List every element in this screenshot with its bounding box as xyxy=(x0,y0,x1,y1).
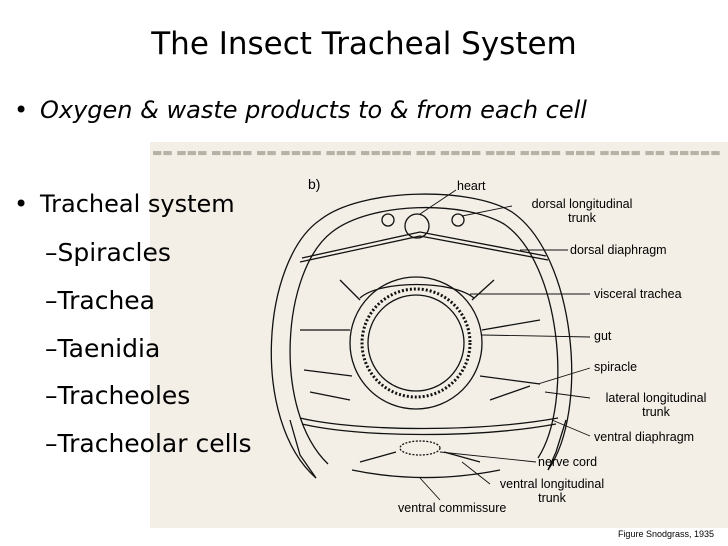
subbullet-text: Tracheolar cells xyxy=(57,429,252,458)
label-spiracle: spiracle xyxy=(594,360,638,374)
panel-label: b) xyxy=(308,176,321,192)
label-visceral-trachea: visceral trachea xyxy=(594,287,682,301)
subbullet-text: Taenidia xyxy=(57,334,161,363)
heart-shape xyxy=(404,213,430,239)
label-nerve-cord: nerve cord xyxy=(538,455,598,469)
label-line: ventral longitudinal xyxy=(499,477,605,491)
bullet-text: Tracheal system xyxy=(40,190,235,218)
ventral-commissure-line xyxy=(351,469,501,479)
dorsal-diaphragm-line xyxy=(299,235,549,263)
label-line: trunk xyxy=(538,491,566,505)
subbullet-item: –Trachea xyxy=(45,286,155,315)
slide-title: The Insect Tracheal System xyxy=(151,26,577,62)
label-line: trunk xyxy=(642,405,670,419)
diagram-figure: ▬▬ ▬▬▬ ▬▬▬▬ ▬▬ ▬▬▬▬ ▬▬▬ ▬▬▬▬▬ ▬▬ ▬▬▬▬ ▬▬… xyxy=(150,142,728,528)
ventral-diaphragm-line xyxy=(299,417,559,430)
body-wall-outline xyxy=(270,193,573,479)
label-dorsal-longitudinal: dorsal longitudinal trunk xyxy=(512,197,652,225)
gut-inner xyxy=(360,287,472,399)
label-ventral-longitudinal: ventral longitudinal trunk xyxy=(490,477,614,505)
label-line: dorsal longitudinal xyxy=(531,197,633,211)
label-ventral-diaphragm: ventral diaphragm xyxy=(594,430,695,444)
label-gut: gut xyxy=(594,329,612,343)
subbullet-item: –Tracheoles xyxy=(45,381,191,410)
label-heart: heart xyxy=(457,179,486,193)
label-ventral-commissure: ventral commissure xyxy=(398,501,507,515)
label-lateral-longitudinal: lateral longitudinal trunk xyxy=(594,391,718,419)
bullet-item: • Oxygen & waste products to & from each … xyxy=(14,96,587,124)
dorsal-trunk-left xyxy=(381,213,395,227)
label-line: trunk xyxy=(568,211,596,225)
subbullet-item: –Tracheolar cells xyxy=(45,429,252,458)
bullet-dot-icon: • xyxy=(14,96,29,124)
subbullet-item: –Taenidia xyxy=(45,334,161,363)
subbullet-item: –Spiracles xyxy=(45,238,171,267)
subbullet-text: Spiracles xyxy=(57,238,171,267)
figure-credit: Figure Snodgrass, 1935 xyxy=(617,529,714,539)
body-wall-inner xyxy=(289,206,559,465)
background-scan-texture: ▬▬ ▬▬▬ ▬▬▬▬ ▬▬ ▬▬▬▬ ▬▬▬ ▬▬▬▬▬ ▬▬ ▬▬▬▬ ▬▬… xyxy=(152,146,721,159)
subbullet-text: Tracheoles xyxy=(57,381,191,410)
label-line: lateral longitudinal xyxy=(605,391,707,405)
nerve-cord-shape xyxy=(399,440,441,456)
bullet-dot-icon: • xyxy=(14,190,29,218)
label-dorsal-diaphragm: dorsal diaphragm xyxy=(570,243,667,257)
bullet-text: Oxygen & waste products to & from each c… xyxy=(40,96,587,124)
dorsal-trunk-right xyxy=(451,213,465,227)
bullet-item: • Tracheal system xyxy=(14,190,235,218)
gut-outer xyxy=(349,276,483,410)
subbullet-text: Trachea xyxy=(57,286,156,315)
